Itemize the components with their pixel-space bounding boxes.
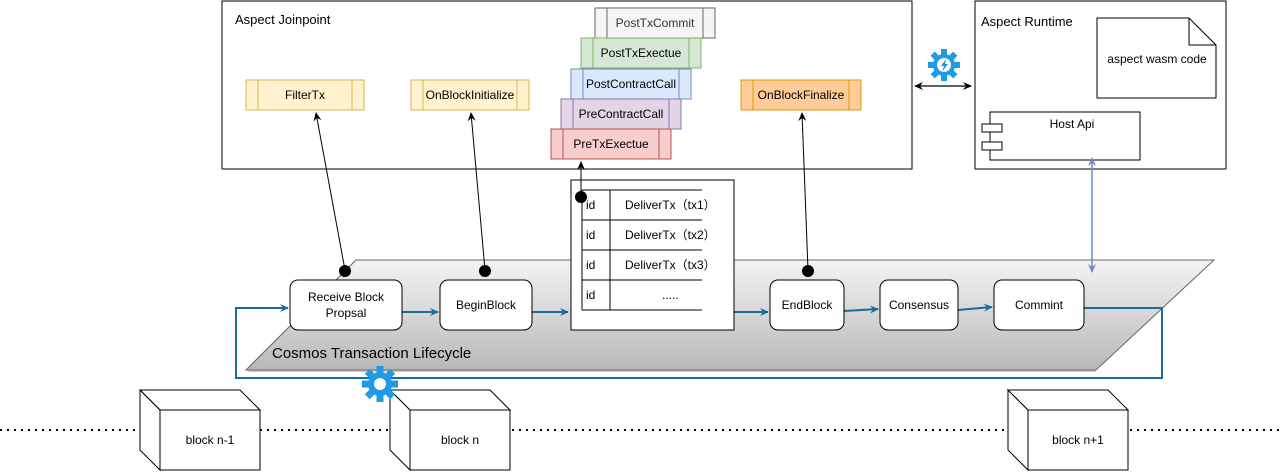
deliver-tx-table: id DeliverTx（tx1） id DeliverTx（tx2） id D… [570, 179, 735, 331]
joinpoint-on-block-finalize: OnBlockFinalize [740, 79, 862, 111]
table-row: id DeliverTx（tx1） [586, 198, 716, 212]
joinpoint-post-contract-call: PostContractCall [570, 68, 692, 100]
row-label: DeliverTx（tx3） [625, 258, 716, 272]
block-next-label: block n+1 [1052, 433, 1104, 447]
host-api-component: Host Api [981, 111, 1141, 161]
row-label: DeliverTx（tx2） [625, 228, 716, 242]
consensus-label: Consensus [889, 298, 949, 312]
commit-label: Commint [1015, 298, 1064, 312]
joinpoint-pre-tx-execute: PreTxExectue [550, 128, 672, 160]
connector-dots [339, 191, 814, 277]
begin-block-label: BeginBlock [456, 298, 517, 312]
post-contract-call-label: PostContractCall [586, 77, 676, 91]
joinpoint-on-block-initialize: OnBlockInitialize [410, 79, 530, 111]
block-prev: block n-1 [138, 389, 262, 472]
row-label: DeliverTx（tx1） [625, 198, 716, 212]
node-commit: Commint [993, 279, 1085, 331]
receive-block-label-line2: Propsal [326, 306, 367, 320]
post-tx-execute-label: PostTxExectue [601, 46, 682, 60]
row-id: id [586, 198, 595, 212]
block-current-label: block n [441, 433, 479, 447]
lifecycle-title: Cosmos Transaction Lifecycle [272, 345, 471, 362]
runtime-title: Aspect Runtime [981, 14, 1073, 29]
host-api-label: Host Api [1050, 117, 1095, 131]
block-prev-label: block n-1 [186, 433, 235, 447]
flow-loop [235, 303, 1163, 379]
end-block-label: EndBlock [782, 298, 834, 312]
filter-tx-label: FilterTx [285, 88, 325, 102]
post-tx-commit-label: PostTxCommit [616, 16, 695, 30]
row-id: id [586, 258, 595, 272]
gear-lightning-icon [928, 49, 960, 81]
joinpoint-post-tx-execute: PostTxExectue [580, 37, 702, 69]
joinpoint-post-tx-commit: PostTxCommit [594, 7, 716, 39]
on-block-initialize-label: OnBlockInitialize [426, 88, 515, 102]
pre-tx-execute-label: PreTxExectue [573, 137, 649, 151]
row-id: id [586, 288, 595, 302]
receive-block-label-line1: Receive Block [308, 290, 385, 304]
block-next: block n+1 [1006, 388, 1130, 472]
block-current: block n [388, 388, 512, 472]
on-block-finalize-label: OnBlockFinalize [758, 88, 845, 102]
table-row: id ..... [586, 288, 679, 302]
joinpoint-connectors [313, 112, 809, 271]
pre-contract-call-label: PreContractCall [579, 107, 664, 121]
table-row: id DeliverTx（tx3） [586, 258, 716, 272]
node-receive-block: Receive Block Propsal [289, 279, 403, 331]
joinpoint-pre-contract-call: PreContractCall [560, 98, 682, 130]
node-consensus: Consensus [879, 279, 959, 331]
row-label: ..... [662, 288, 679, 302]
node-begin-block: BeginBlock [439, 279, 533, 331]
wasm-code-document: aspect wasm code [1096, 17, 1217, 99]
joinpoint-title: Aspect Joinpoint [235, 12, 331, 27]
joinpoint-filter-tx: FilterTx [245, 79, 365, 111]
wasm-code-label: aspect wasm code [1107, 52, 1207, 66]
table-row: id DeliverTx（tx2） [586, 228, 716, 242]
row-id: id [586, 228, 595, 242]
gear-icon [362, 366, 398, 402]
node-end-block: EndBlock [769, 279, 845, 331]
